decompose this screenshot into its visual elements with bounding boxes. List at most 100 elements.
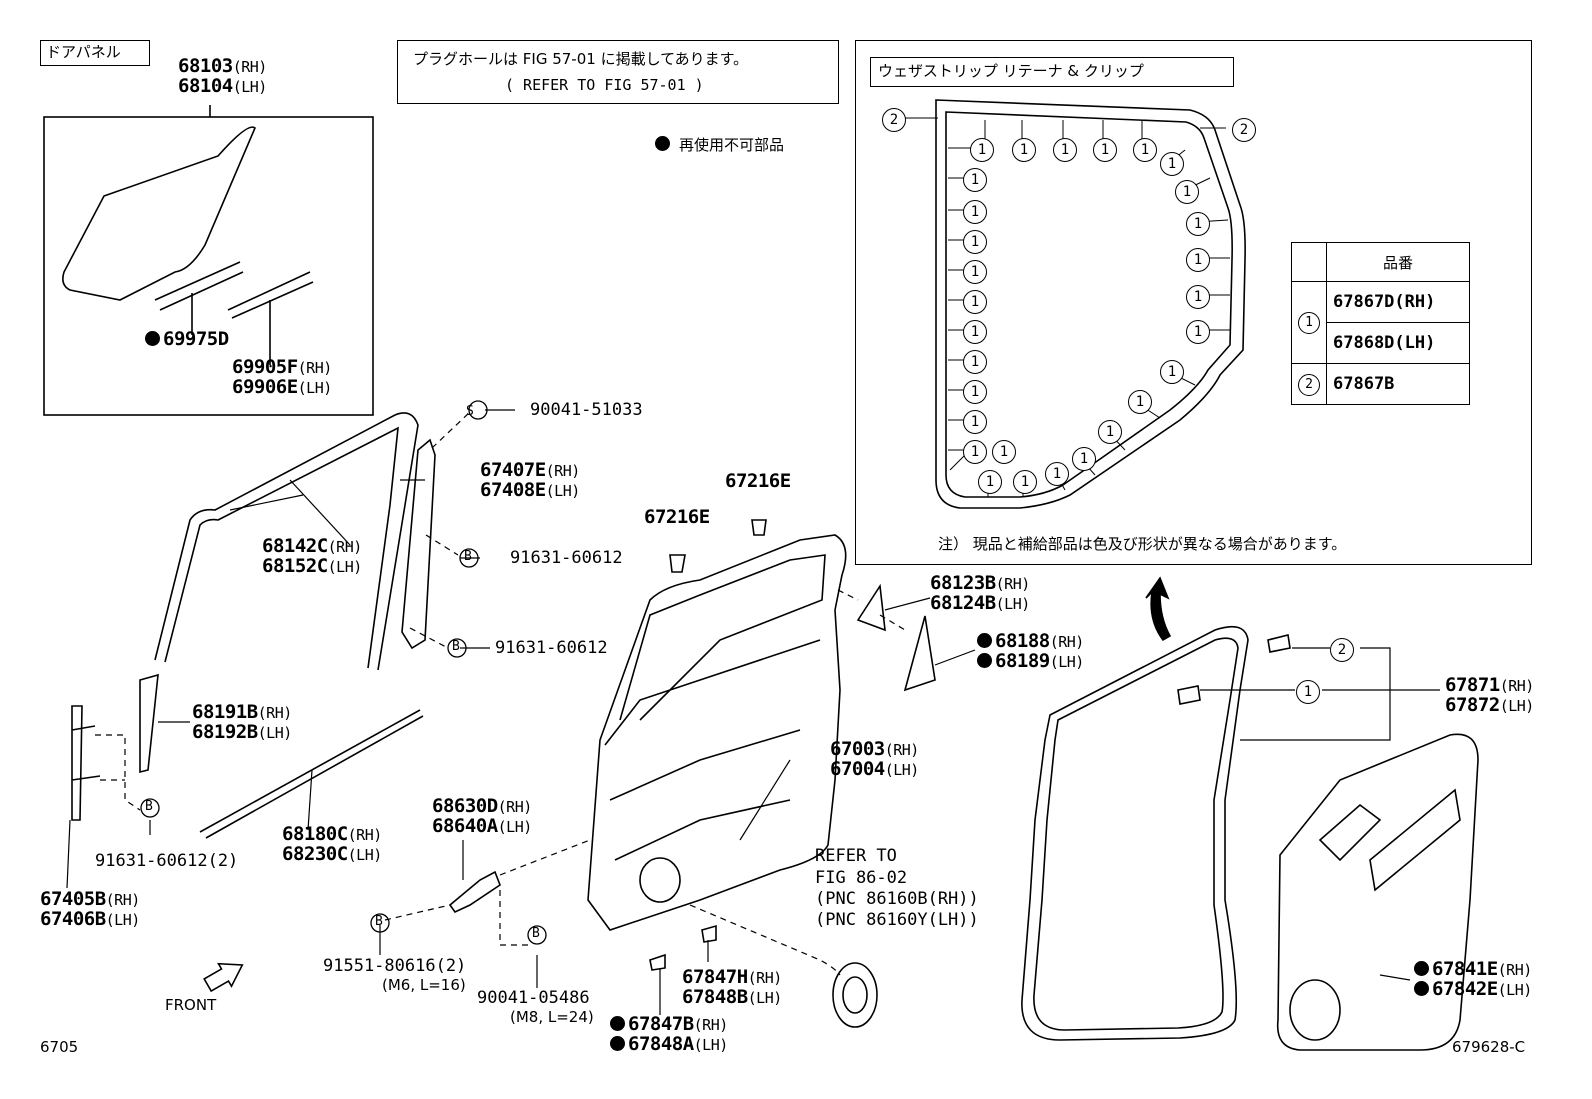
door-window-frame <box>619 554 826 721</box>
part-label: 68191B(RH) <box>192 701 292 723</box>
legend-key-1: 1 <box>1291 281 1327 364</box>
legend-value: 67868D(LH) <box>1326 322 1470 364</box>
door-trim-panel <box>1276 733 1479 1051</box>
callout-1: 1 <box>963 200 987 224</box>
speaker <box>832 962 878 1028</box>
door-glass <box>62 126 256 301</box>
callout-s: S <box>466 404 474 419</box>
part-label: 67847H(RH) <box>682 966 782 988</box>
callout-1: 1 <box>1186 212 1210 236</box>
door-weatherstrip-inner <box>1033 637 1239 1031</box>
legend-header: 品番 <box>1326 242 1470 282</box>
part-label: 68104(LH) <box>178 75 267 97</box>
callout-1: 1 <box>1186 320 1210 344</box>
part-label: 68230C(LH) <box>282 843 382 865</box>
part-label: 69905F(RH) <box>232 356 332 378</box>
part-label: 68180C(RH) <box>282 823 382 845</box>
part-label: 91551-80616(2) <box>323 956 467 976</box>
part-label: 69906E(LH) <box>232 376 332 398</box>
callout-b: B <box>145 799 153 814</box>
part-label: 69975D <box>145 330 229 349</box>
callout-1: 1 <box>1296 680 1320 704</box>
leader <box>191 293 271 365</box>
callout-1: 1 <box>963 230 987 254</box>
callout-b: B <box>464 549 472 564</box>
part-label: 67848B(LH) <box>682 986 782 1008</box>
drawing-number: 679628-C <box>1452 1038 1526 1056</box>
part-label: 68189(LH) <box>977 652 1084 671</box>
part-label: 67407E(RH) <box>480 459 580 481</box>
callout-1: 1 <box>1098 420 1122 444</box>
refer-line: (PNC 86160Y(LH)) <box>815 910 979 930</box>
callout-2: 2 <box>1330 638 1354 662</box>
run-channel-inner <box>164 426 399 669</box>
trim-armrest <box>1369 788 1461 892</box>
quarter-glass <box>856 583 886 632</box>
part-label: 67004(LH) <box>830 758 919 780</box>
callout-1: 1 <box>963 168 987 192</box>
refer-line: (PNC 86160B(RH)) <box>815 889 979 909</box>
legend-value: 67867B <box>1326 363 1470 405</box>
front-label: FRONT <box>165 996 217 1014</box>
part-label: 67842E(LH) <box>1414 980 1532 999</box>
speaker-hole <box>639 857 681 903</box>
part-label: 90041-51033 <box>530 400 643 420</box>
door-panel-title: ドアパネル <box>46 43 121 61</box>
part-label: 91631-60612 <box>495 638 608 658</box>
weatherstrip-title: ウェザストリップ リテーナ & クリップ <box>878 62 1144 80</box>
legend-value: 67867D(RH) <box>1326 281 1470 323</box>
callout-1: 1 <box>1133 138 1157 162</box>
callout-1: 1 <box>1093 138 1117 162</box>
callout-1: 1 <box>963 410 987 434</box>
part-label: 67848A(LH) <box>610 1035 728 1054</box>
callout-b: B <box>375 914 383 929</box>
callout-1: 1 <box>1160 152 1184 176</box>
non-reusable-note: 再使用不可部品 <box>655 136 784 153</box>
plug-note-box <box>397 40 839 104</box>
part-label: 68640A(LH) <box>432 815 532 837</box>
part-label: 67216E <box>644 506 710 528</box>
part-label: 68142C(RH) <box>262 535 362 557</box>
run-channel <box>154 412 419 671</box>
clip-67847 <box>649 924 717 971</box>
door-panel-title-box <box>40 40 150 66</box>
quarter-piece <box>903 615 936 692</box>
part-label: 67871(RH) <box>1445 674 1534 696</box>
refer-line: FIG 86-02 <box>815 868 908 888</box>
callout-1: 1 <box>992 440 1016 464</box>
callout-1: 1 <box>970 138 994 162</box>
part-spec: (M6, L=16) <box>382 976 466 994</box>
part-label: 68152C(LH) <box>262 555 362 577</box>
part-legend: 品番 1 67867D(RH) 67868D(LH) 2 67867B <box>1291 242 1470 405</box>
part-label: 67406B(LH) <box>40 908 140 930</box>
weatherstrip-inset <box>855 40 1532 565</box>
trim-speaker-grille <box>1289 979 1341 1041</box>
callout-1: 1 <box>963 440 987 464</box>
rear-run-channel <box>71 705 101 821</box>
clip-67216e <box>669 519 767 573</box>
plug-note-en: ( REFER TO FIG 57-01 ) <box>505 76 704 94</box>
refer-line: REFER TO <box>815 846 897 866</box>
part-label: 67872(LH) <box>1445 694 1534 716</box>
callout-1: 1 <box>1160 360 1184 384</box>
part-label: 67847B(RH) <box>610 1015 728 1034</box>
part-label: 67216E <box>725 470 791 492</box>
weatherstrip-title-box <box>870 57 1234 87</box>
part-label: 91631-60612 <box>510 548 623 568</box>
part-label: 90041-05486 <box>477 988 590 1008</box>
speaker-cone <box>842 976 868 1014</box>
callout-1: 1 <box>1072 447 1096 471</box>
center-frame-channel <box>401 438 436 650</box>
part-label: 68630D(RH) <box>432 795 532 817</box>
callout-1: 1 <box>963 320 987 344</box>
callout-1: 1 <box>978 470 1002 494</box>
trim-pocket <box>1318 803 1382 862</box>
door-inner-panel <box>604 639 821 861</box>
callout-1: 1 <box>963 350 987 374</box>
glass-box <box>43 116 374 416</box>
callout-1: 1 <box>963 290 987 314</box>
weatherstrip-clips <box>1177 634 1291 705</box>
callout-1: 1 <box>963 260 987 284</box>
door-check <box>448 870 501 914</box>
